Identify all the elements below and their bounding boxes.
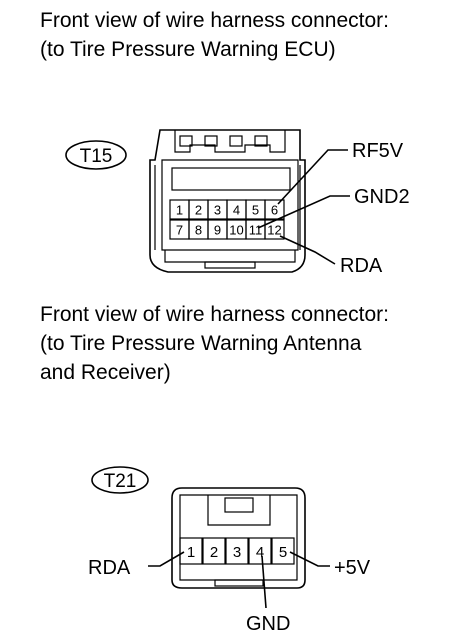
caption-antenna-line3: and Receiver) — [40, 361, 171, 384]
antenna-connector-id-oval — [91, 466, 149, 494]
svg-text:5: 5 — [279, 544, 287, 561]
svg-text:3: 3 — [214, 203, 221, 218]
svg-text:2: 2 — [195, 203, 202, 218]
svg-text:1: 1 — [187, 544, 195, 561]
ecu-pin-grid: 1 2 3 4 5 6 7 8 9 10 11 12 — [169, 199, 285, 240]
terminal-label-rda-ecu: RDA — [340, 255, 383, 277]
leader-rda-antenna — [148, 551, 185, 567]
ecu-pin-11: 11 — [245, 219, 266, 240]
svg-text:1: 1 — [176, 203, 183, 218]
caption-antenna-connector: Front view of wire harness connector: (t… — [40, 300, 389, 387]
ecu-connector-housing — [149, 129, 306, 273]
antenna-connector-id: T21 — [104, 471, 137, 492]
svg-text:5: 5 — [252, 203, 259, 218]
leader-5v — [289, 551, 330, 567]
caption-ecu-connector: Front view of wire harness connector: (t… — [40, 6, 389, 64]
terminal-label-rf5v: RF5V — [352, 140, 404, 162]
antenna-pin-3: 3 — [225, 537, 249, 565]
leader-rf5v — [277, 149, 348, 205]
terminal-label-5v: +5V — [334, 557, 371, 579]
svg-text:12: 12 — [267, 223, 281, 238]
terminal-label-gnd2: GND2 — [354, 186, 410, 208]
ecu-pin-6: 6 — [264, 199, 285, 220]
ecu-pin-9: 9 — [207, 219, 228, 240]
ecu-pin-2: 2 — [188, 199, 209, 220]
leader-rda-ecu — [279, 235, 336, 265]
svg-text:6: 6 — [271, 203, 278, 218]
antenna-pin-1: 1 — [179, 537, 203, 565]
antenna-pin-2: 2 — [202, 537, 226, 565]
antenna-pin-4: 4 — [248, 537, 272, 565]
leader-gnd — [261, 555, 267, 609]
ecu-pin-7: 7 — [169, 219, 190, 240]
caption-antenna-line1: Front view of wire harness connector: — [40, 303, 389, 326]
svg-text:10: 10 — [229, 223, 243, 238]
terminal-label-gnd: GND — [246, 613, 290, 635]
ecu-connector-id: T15 — [80, 146, 113, 167]
ecu-pin-8: 8 — [188, 219, 209, 240]
ecu-pin-4: 4 — [226, 199, 247, 220]
caption-ecu-line2: (to Tire Pressure Warning ECU) — [40, 38, 336, 61]
antenna-pin-row: 1 2 3 4 5 — [179, 537, 295, 565]
leader-gnd2 — [257, 195, 350, 229]
svg-text:7: 7 — [176, 223, 183, 238]
svg-text:3: 3 — [233, 544, 241, 561]
svg-text:11: 11 — [249, 223, 263, 238]
svg-text:9: 9 — [214, 223, 221, 238]
antenna-pin-5: 5 — [271, 537, 295, 565]
terminal-label-rda-antenna: RDA — [88, 557, 131, 579]
svg-text:4: 4 — [233, 203, 240, 218]
ecu-pin-10: 10 — [226, 219, 247, 240]
svg-text:2: 2 — [210, 544, 218, 561]
ecu-pin-3: 3 — [207, 199, 228, 220]
ecu-connector-id-oval — [65, 140, 127, 170]
ecu-connector: T15 1 2 3 4 5 6 — [65, 129, 410, 277]
ecu-pin-1: 1 — [169, 199, 190, 220]
caption-ecu-line1: Front view of wire harness connector: — [40, 9, 389, 32]
ecu-pin-5: 5 — [245, 199, 266, 220]
svg-text:8: 8 — [195, 223, 202, 238]
antenna-connector: T21 1 2 3 4 5 RDA GND +5V — [88, 466, 371, 635]
caption-antenna-line2: (to Tire Pressure Warning Antenna — [40, 332, 362, 355]
svg-text:4: 4 — [256, 544, 264, 561]
